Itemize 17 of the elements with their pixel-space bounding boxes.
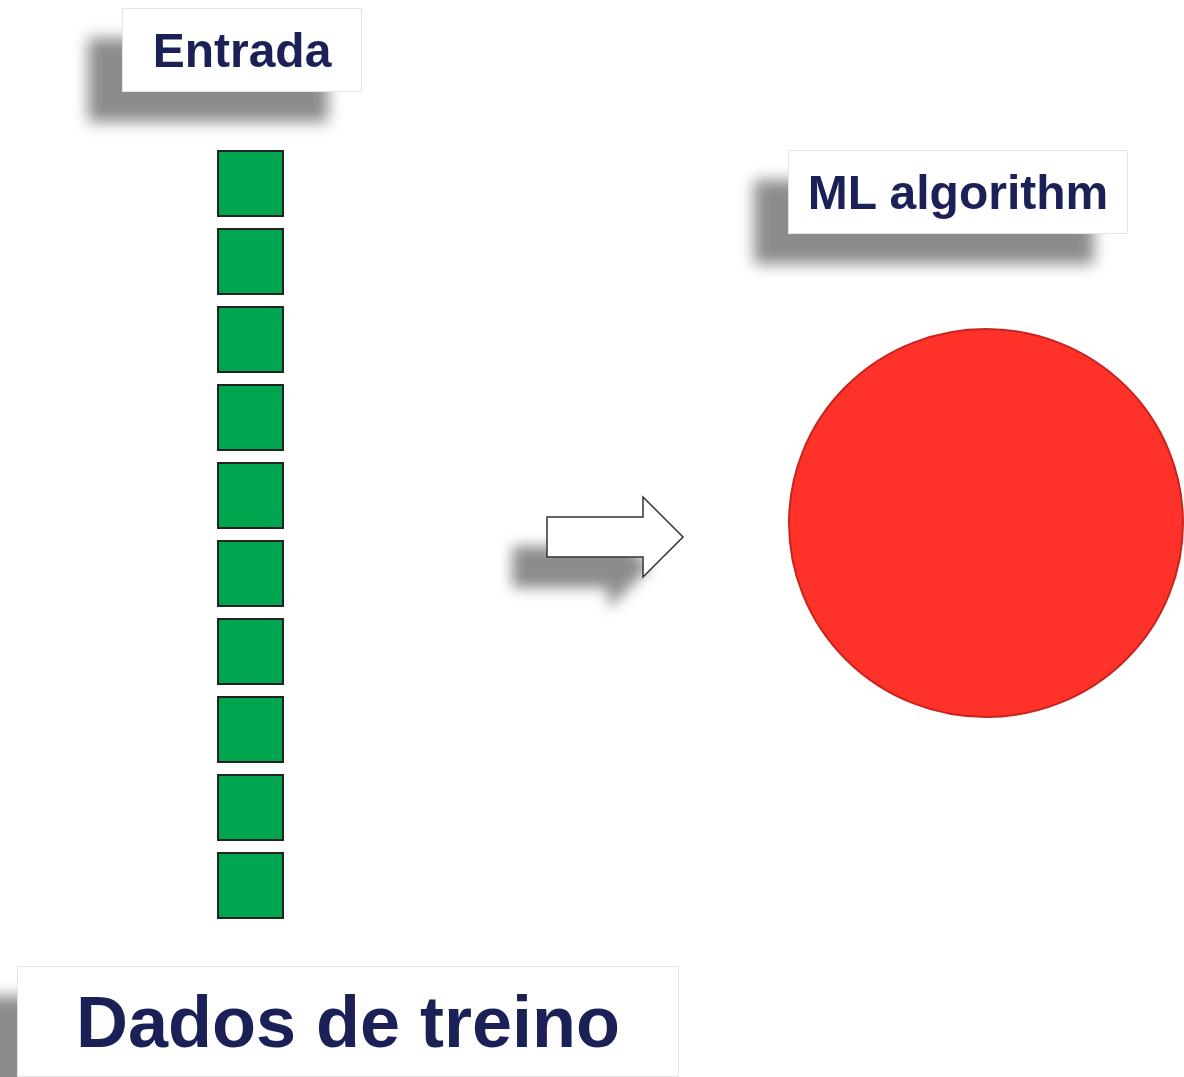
data-square <box>217 618 284 685</box>
label-box <box>122 8 362 92</box>
data-square <box>217 774 284 841</box>
label-text: ML algorithm <box>807 164 1109 220</box>
label-box <box>788 150 1128 234</box>
data-square <box>217 306 284 373</box>
circle-shape <box>788 328 1184 718</box>
label-text: Dados de treino <box>75 980 621 1063</box>
data-square <box>217 150 284 217</box>
label-text: Entrada <box>152 22 332 78</box>
data-square <box>217 384 284 451</box>
label-box <box>17 966 679 1077</box>
data-square <box>217 696 284 763</box>
data-square <box>217 852 284 919</box>
data-square <box>217 540 284 607</box>
data-square <box>217 462 284 529</box>
data-square <box>217 228 284 295</box>
